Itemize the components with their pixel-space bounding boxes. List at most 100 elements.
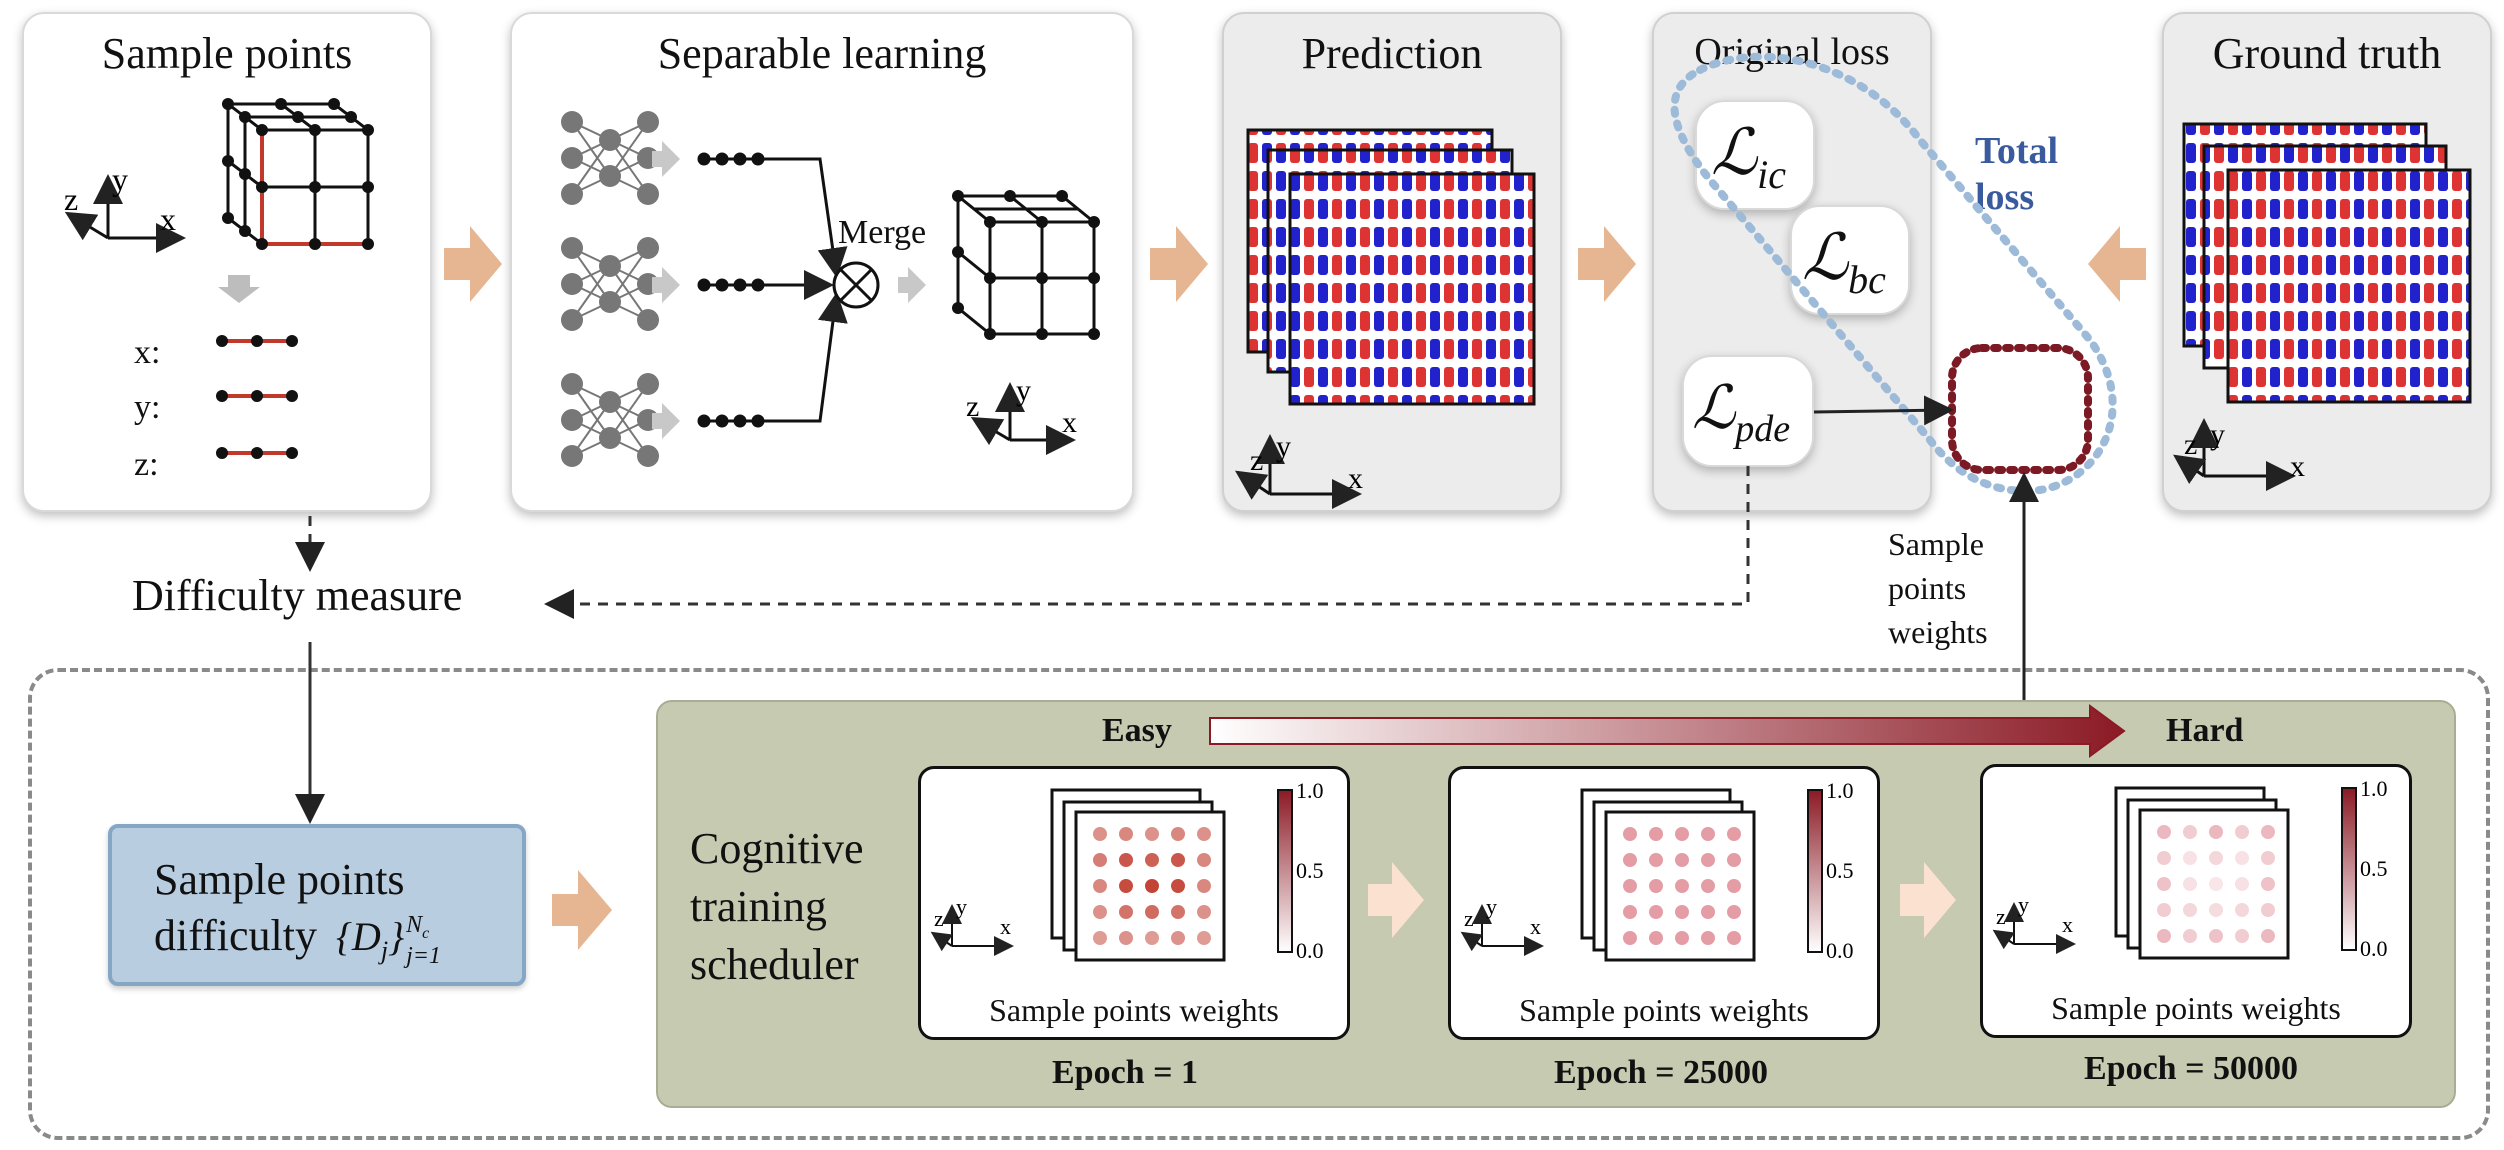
c2-ax-z: z — [1464, 906, 1474, 931]
scheduler-label: Cognitive training scheduler — [690, 820, 864, 994]
sep-axis-y: y — [1016, 374, 1031, 407]
sample-points-title: Sample points — [101, 29, 353, 78]
easy-hard-arrow — [1209, 704, 2126, 758]
scheduler-word2: training — [690, 882, 827, 931]
easy-label: Easy — [1102, 712, 1172, 749]
l-pde-box: ℒpde — [1682, 355, 1814, 467]
card3-dots — [2157, 825, 2275, 943]
prediction-stack — [1246, 128, 1536, 406]
merge-label: Merge — [838, 214, 927, 251]
difficulty-measure-label: Difficulty measure — [132, 571, 463, 620]
spw-line3: weights — [1888, 614, 1988, 650]
difficulty-math-sub: j — [380, 936, 389, 965]
l-ic-box: ℒic — [1695, 100, 1815, 210]
pred-axis-x: x — [1348, 462, 1363, 495]
c1-ax-y: y — [956, 894, 967, 919]
gt-axes — [2173, 418, 2296, 491]
cb2-tick-mid: 0.5 — [1826, 858, 1854, 883]
c2-ax-x: x — [1530, 914, 1541, 939]
loss-to-difficulty-dashed — [544, 466, 1750, 619]
total-loss-word2: loss — [1975, 176, 2035, 218]
pred-axis-y: y — [1276, 430, 1291, 463]
scheduler-word1: Cognitive — [690, 824, 864, 873]
sample-points-down-arrow — [218, 275, 260, 303]
cb1-tick-top: 1.0 — [1296, 778, 1324, 803]
sample-points-1d-lines — [216, 335, 298, 459]
l-bc-box: ℒbc — [1790, 205, 1910, 315]
card2-dots — [1623, 827, 1741, 945]
difficulty-math-sup-sub: c — [422, 925, 430, 943]
sep-axis-x: x — [1062, 406, 1077, 439]
sp-axis-z: z — [64, 181, 78, 217]
c2-ax-y: y — [1486, 894, 1497, 919]
total-loss-word1: Total — [1975, 130, 2059, 172]
separable-dot-lines — [697, 152, 765, 428]
epoch-label-2: Epoch = 25000 — [1554, 1054, 1768, 1091]
total-loss-label: Total loss — [1975, 128, 2058, 220]
sample-points-weights-side: Sample points weights — [1888, 522, 1988, 654]
difficulty-line2: difficulty — [154, 911, 317, 960]
epoch-label-1: Epoch = 1 — [1052, 1054, 1198, 1091]
scheduler-dashed-frame — [28, 668, 2490, 1140]
cb2-tick-bot: 0.0 — [1826, 938, 1854, 963]
spw-line1: Sample — [1888, 526, 1984, 562]
sp-axis-y: y — [112, 161, 128, 197]
merged-cube — [953, 194, 1096, 336]
cb3-tick-bot: 0.0 — [2360, 936, 2388, 961]
c1-ax-x: x — [1000, 914, 1011, 939]
l-pde-sub: pde — [1735, 408, 1791, 450]
l-bc-sub: bc — [1848, 256, 1886, 302]
axis-label-z: z: — [134, 446, 159, 483]
epoch-label-3: Epoch = 50000 — [2084, 1050, 2298, 1087]
cb3-tick-mid: 0.5 — [2360, 856, 2388, 881]
lpde-to-prime-arrow — [1813, 395, 1954, 426]
c1-ax-z: z — [934, 906, 944, 931]
cb3-tick-top: 1.0 — [2360, 776, 2388, 801]
separable-axes — [970, 382, 1076, 455]
sep-axis-z: z — [966, 390, 979, 423]
l-pde-symbol: ℒ — [1692, 375, 1736, 441]
neural-nets — [561, 111, 659, 467]
original-loss-title: Original loss — [1694, 31, 1890, 73]
c3-ax-z: z — [1996, 904, 2006, 929]
sp-axis-x: x — [160, 201, 176, 237]
c3-ax-x: x — [2062, 912, 2073, 937]
gt-axis-x: x — [2290, 450, 2305, 483]
merge-lines — [762, 157, 848, 423]
difficulty-math-sub2: j=1 — [406, 943, 441, 970]
spw-line2: points — [1888, 570, 1967, 606]
card-axis-labels: xyz xyz xyz — [934, 892, 2073, 939]
colorbars — [1277, 787, 2357, 953]
axis-label-x: x: — [134, 334, 161, 371]
c3-ax-y: y — [2018, 892, 2029, 917]
pred-axis-z: z — [1250, 444, 1263, 477]
weights-caption-3: Sample points weights — [2051, 990, 2341, 1026]
merged-cube-dots — [952, 190, 1100, 340]
difficulty-math-close: } — [388, 914, 405, 959]
hard-label: Hard — [2166, 712, 2244, 749]
prediction-axes — [1235, 434, 1362, 509]
axis-label-y: y: — [134, 389, 161, 426]
sample-points-cube-dots — [222, 98, 374, 250]
ground-truth-title: Ground truth — [2212, 29, 2442, 78]
difficulty-math-sup: N — [406, 912, 423, 939]
card1-dots — [1093, 827, 1211, 945]
weights-caption-2: Sample points weights — [1519, 992, 1809, 1028]
sample-points-panel: Sample points x: y: z: — [22, 12, 432, 512]
prediction-title: Prediction — [1301, 29, 1483, 78]
separable-gray-arrows — [652, 141, 926, 439]
total-loss-boundary — [1670, 52, 2117, 495]
cb1-tick-mid: 0.5 — [1296, 858, 1324, 883]
orange-arrows — [444, 226, 2146, 950]
cb2-tick-top: 1.0 — [1826, 778, 1854, 803]
l-bc-symbol: ℒ — [1802, 222, 1849, 293]
weights-caption-1: Sample points weights — [989, 992, 1279, 1028]
separable-learning-title: Separable learning — [657, 29, 987, 78]
cb1-tick-bot: 0.0 — [1296, 938, 1324, 963]
card-axes — [930, 902, 2076, 956]
scheduler-word3: scheduler — [690, 940, 859, 989]
gt-axis-y: y — [2210, 418, 2225, 451]
light-orange-arrows — [1368, 862, 1956, 938]
